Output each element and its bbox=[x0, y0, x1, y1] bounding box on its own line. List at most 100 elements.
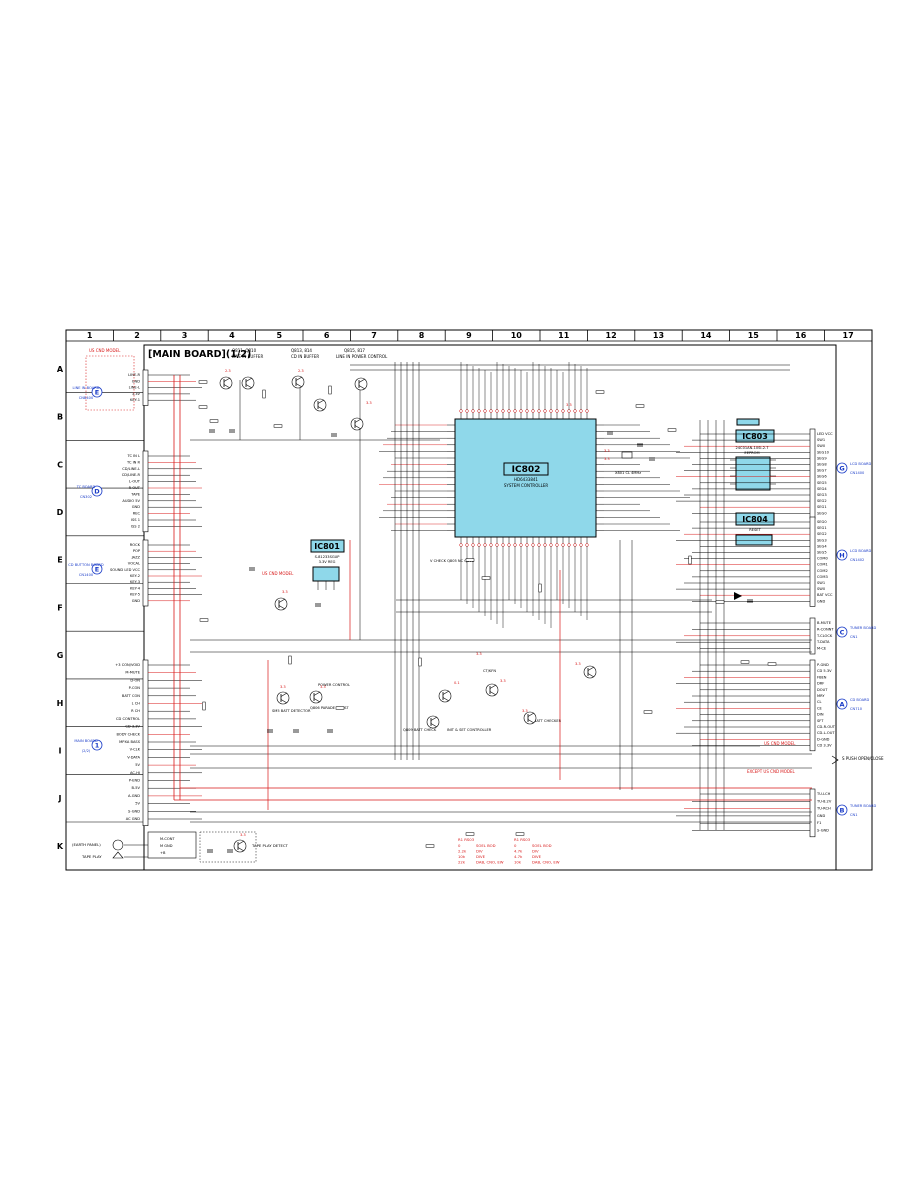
transistor bbox=[350, 417, 364, 431]
ic802-pin-pad bbox=[549, 543, 553, 547]
transistor-emitter bbox=[245, 384, 253, 389]
board-badge bbox=[836, 549, 848, 561]
connector-pin-label: CD 3.3V bbox=[125, 725, 140, 729]
ic802-pin-pad bbox=[531, 409, 535, 413]
tape-detect-frame bbox=[199, 831, 257, 863]
connector-pin-label: BAT VCC bbox=[817, 593, 833, 597]
connector-pin-label: GND bbox=[817, 814, 825, 818]
transistor-emitter bbox=[587, 673, 595, 678]
ic803-part: 24C01AN-10SI-2.7 bbox=[735, 446, 768, 450]
board-connector: CN1 bbox=[850, 635, 857, 639]
table-right-value: 10k bbox=[514, 860, 522, 865]
connector-pin-label: COM2 bbox=[817, 569, 828, 573]
ic801-part: S-81233SGUP bbox=[315, 555, 341, 559]
voltage-annotation: 3.3 bbox=[320, 685, 326, 689]
ic802-pin-pad bbox=[465, 409, 469, 413]
grid-column-label: 6 bbox=[324, 331, 330, 340]
tape-connector-pin: M GND bbox=[160, 844, 173, 848]
grid-row-label: J bbox=[58, 794, 62, 803]
table-left-model: DAB, CNO, EW bbox=[476, 860, 504, 865]
voltage-annotation: 0.1 bbox=[454, 681, 460, 685]
board-badge-letter: 1 bbox=[95, 742, 100, 750]
grid-row-label: C bbox=[57, 460, 63, 469]
connector-pin-label: SW0 bbox=[817, 587, 826, 591]
connector-pin-label: R-OUT bbox=[129, 486, 141, 490]
transistor-emitter bbox=[317, 406, 325, 411]
label-check-note: V CHECK Q805 NC Q806 bbox=[430, 559, 475, 563]
resistor bbox=[199, 618, 209, 622]
ic802-pin-pad bbox=[459, 409, 463, 413]
ic803-desc: EEPROM bbox=[744, 451, 759, 455]
connector-pin-label: REC bbox=[133, 512, 141, 516]
connector-pin-label: P-GND bbox=[817, 663, 829, 667]
connector-pin-label: S-GND bbox=[128, 809, 140, 813]
board-badge-letter: B bbox=[840, 807, 845, 815]
table-right-model: DIVE bbox=[532, 854, 542, 859]
connector-pin-label: SEG4 bbox=[817, 487, 827, 491]
connector-pin-label: R-CONNT bbox=[817, 627, 834, 631]
transistor-collector bbox=[442, 690, 450, 695]
connector-body bbox=[809, 788, 816, 838]
connector-pin-label: CD/LINE-L bbox=[122, 467, 140, 471]
ic802-pin-pad bbox=[495, 409, 499, 413]
connector-pin-label: FBEN bbox=[817, 675, 827, 679]
board-connector: CN1402 bbox=[850, 558, 864, 562]
connector-pin-label: V-CLK bbox=[130, 748, 141, 752]
transistor-emitter bbox=[527, 719, 535, 724]
transistor bbox=[438, 689, 452, 703]
connector-pin-label: SEG3 bbox=[817, 493, 827, 497]
transistor-emitter bbox=[358, 385, 366, 390]
connector-pin-label: TAPE bbox=[130, 492, 141, 496]
table-left-model: SOEL BOD bbox=[476, 843, 496, 848]
board-badge-letter: D bbox=[94, 488, 100, 496]
connector-pin-label: SEG6 bbox=[817, 475, 827, 479]
connector-pin-label: SW0 bbox=[817, 444, 826, 448]
transistor bbox=[313, 398, 327, 412]
grid-column-label: 11 bbox=[558, 331, 570, 340]
grid-column-label: 7 bbox=[371, 331, 377, 340]
ic802-pin-pad bbox=[483, 409, 487, 413]
connector-body bbox=[142, 539, 149, 607]
connector-pin-label: TU-RCH bbox=[816, 807, 831, 811]
resistor bbox=[418, 657, 422, 667]
connector-pin-label: SW1 bbox=[817, 581, 825, 585]
connector-pin-label: S-GND bbox=[817, 829, 829, 833]
transistor-emitter bbox=[489, 691, 497, 696]
connector-pin-label: KEY-5 bbox=[130, 593, 140, 597]
ic802-ref: IC802 bbox=[512, 465, 541, 475]
connector-pin-label: DRF bbox=[817, 682, 824, 686]
ic802-chip: IC802 HD6433841 SYSTEM CONTROLLER bbox=[454, 418, 597, 538]
connector-pin-label: MPXA BASS bbox=[119, 740, 141, 744]
board-badge bbox=[91, 563, 103, 575]
voltage-annotation: 3.3 bbox=[476, 652, 482, 656]
connector-pin-label: CL bbox=[817, 700, 822, 704]
grid-row-label: E bbox=[57, 556, 62, 565]
ic802-pin-pad bbox=[561, 409, 565, 413]
board-name: CD BOARD bbox=[850, 698, 870, 702]
board-name: TUNER BOARD bbox=[849, 804, 877, 808]
resistor bbox=[767, 662, 777, 666]
connector-pin-label: JAZZ bbox=[131, 555, 141, 559]
grid-column-label: 14 bbox=[700, 331, 712, 340]
connector-pin-label: BATT CON bbox=[122, 694, 140, 698]
ic802-pin-pad bbox=[537, 409, 541, 413]
connector-pin-label: M-CE bbox=[817, 647, 827, 651]
table-left-model: DIVE bbox=[476, 854, 486, 859]
connector-pin-label: B-5V bbox=[131, 786, 140, 790]
grid-row-label: H bbox=[57, 699, 64, 708]
voltage-annotation: 3.3 bbox=[280, 685, 286, 689]
table-left-value: 0 bbox=[458, 843, 461, 848]
connector-pin-label: SEG0 bbox=[817, 511, 827, 515]
note-cd-in: CD IN BUFFER bbox=[291, 354, 319, 359]
transistor bbox=[426, 715, 440, 729]
tape-connector bbox=[147, 831, 197, 859]
transistor-collector bbox=[237, 840, 245, 845]
board-frame bbox=[143, 344, 837, 871]
ic802-pin-pad bbox=[477, 543, 481, 547]
grid-column-label: 4 bbox=[229, 331, 235, 340]
ic802-pin-pad bbox=[477, 409, 481, 413]
table-left-head: R1 RS03 bbox=[458, 837, 475, 842]
board-name: LCD BOARD bbox=[850, 549, 872, 553]
